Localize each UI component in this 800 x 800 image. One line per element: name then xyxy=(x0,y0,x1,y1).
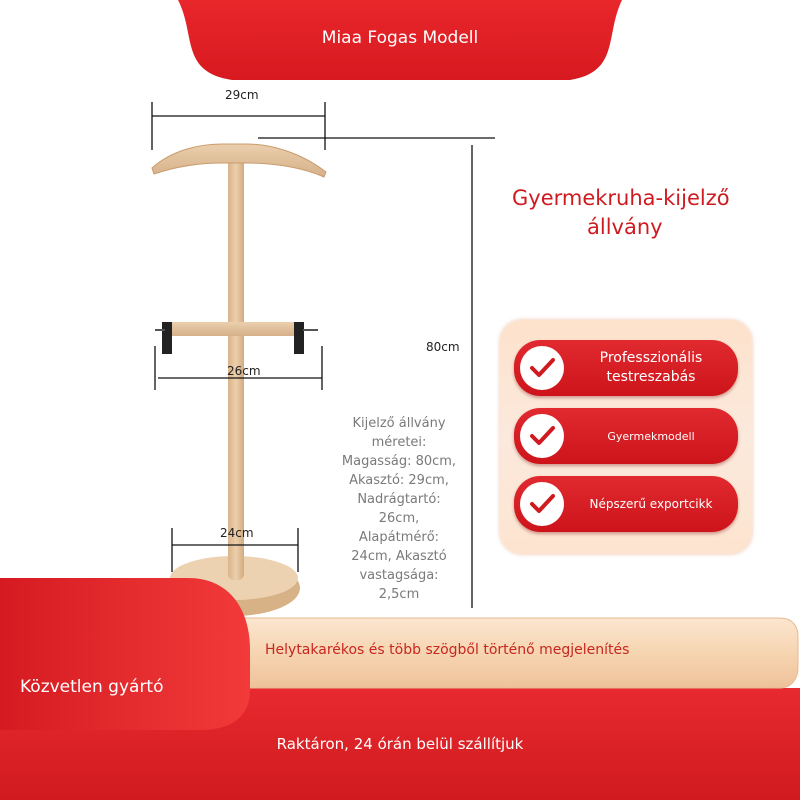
check-icon xyxy=(520,414,564,458)
page-title: Miaa Fogas Modell xyxy=(321,28,479,48)
feature-item-kids-model: Gyermekmodell xyxy=(514,408,738,464)
feature-label: Népszerű exportcikk xyxy=(589,496,713,511)
manufacturer-label: Közvetlen gyártó xyxy=(20,677,164,697)
feature-item-customization: Professzionális testreszabás xyxy=(514,340,738,396)
base-width-label: 24cm xyxy=(220,526,254,540)
check-icon xyxy=(520,482,564,526)
product-heading-line1: Gyermekruha-kijelző xyxy=(512,186,730,210)
strip-text: Helytakarékos és több szögből történő me… xyxy=(265,642,630,658)
product-heading: Gyermekruha-kijelző állvány xyxy=(512,184,792,242)
hanger-width-label: 29cm xyxy=(225,88,259,102)
height-label: 80cm xyxy=(426,340,460,354)
feature-label: Professzionális testreszabás xyxy=(599,350,703,385)
feature-label: Gyermekmodell xyxy=(607,429,695,443)
feature-item-export: Népszerű exportcikk xyxy=(514,476,738,532)
top-banner xyxy=(178,0,622,80)
product-heading-line2: állvány xyxy=(587,215,663,239)
bottom-banner xyxy=(0,578,800,800)
trouser-width-label: 26cm xyxy=(227,364,261,378)
shipping-text: Raktáron, 24 órán belül szállítjuk xyxy=(276,735,524,753)
spec-text: Kijelző állvány méretei: Magasság: 80cm,… xyxy=(341,416,457,602)
check-icon xyxy=(520,346,564,390)
